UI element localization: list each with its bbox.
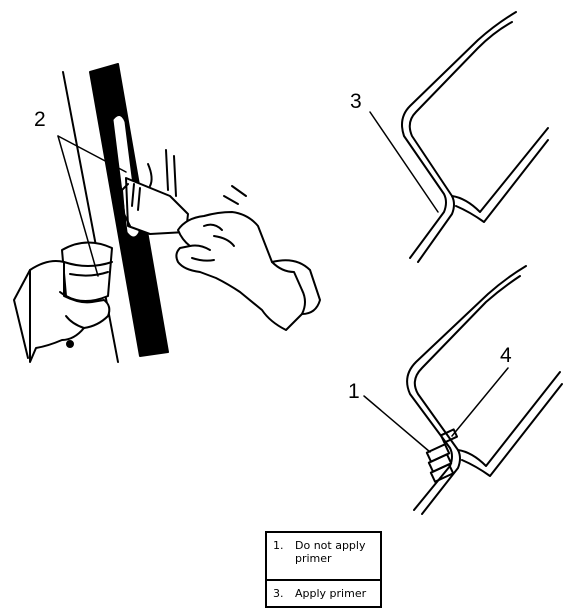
legend-text: Do not apply primer [295,539,366,565]
legend-table: 1. Do not apply primer 3. Apply primer [265,531,382,608]
callout-3: 3 [350,90,362,113]
primer-applicator [125,177,189,235]
legend-row: 3. Apply primer [265,579,382,608]
left-hand [29,260,111,363]
primer-application-illustration [13,63,321,363]
callout-2-leader [57,135,127,173]
callout-2-leader [57,135,99,277]
motion-mark [165,149,169,191]
callout-4: 4 [500,344,512,367]
right-sleeve [271,259,321,315]
legend-text: Apply primer [295,587,367,600]
legend-number: 1. [273,539,284,552]
motion-mark [231,185,247,197]
section-view-bottom [363,265,563,515]
callout-1: 1 [348,380,360,403]
section-view-top [369,11,549,263]
callout-3-leader [369,111,439,213]
primer-cup [61,241,113,302]
applicator-tip [121,183,131,227]
motion-mark [173,155,177,197]
motion-mark [147,163,153,187]
legend-row: 1. Do not apply primer [265,531,382,581]
callout-4-leader [451,367,509,437]
callout-2: 2 [34,108,46,131]
left-wrist [13,269,31,359]
right-hand [175,211,306,331]
legend-number: 3. [273,587,284,600]
callout-1-leader [363,395,431,453]
motion-mark [223,195,239,205]
adhesive-bead [429,463,455,483]
